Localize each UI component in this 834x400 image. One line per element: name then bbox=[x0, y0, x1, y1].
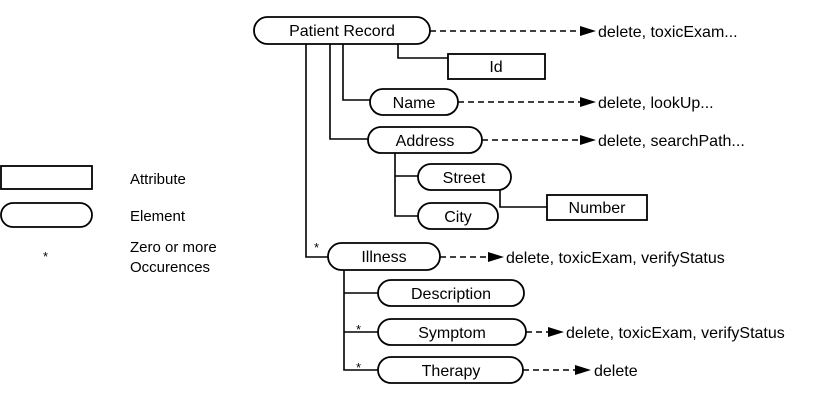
attribute-shape bbox=[447, 53, 546, 80]
connector-patient-id bbox=[397, 44, 448, 59]
node-number: Number bbox=[546, 194, 648, 221]
node-illness: Illness bbox=[327, 242, 441, 271]
legend-attribute-shape bbox=[0, 165, 93, 190]
node-street: Street bbox=[417, 163, 512, 191]
connector-patient-address bbox=[329, 44, 368, 140]
node-id: Id bbox=[447, 53, 546, 80]
node-label: Patient Record bbox=[289, 23, 395, 40]
ops-address: delete, searchPath... bbox=[598, 133, 745, 150]
legend-zero-or-more-line1: Zero or more bbox=[130, 239, 217, 256]
node-label: Name bbox=[393, 95, 436, 112]
node-label: Number bbox=[569, 200, 627, 217]
node-therapy: Therapy bbox=[377, 356, 524, 384]
node-address: Address bbox=[367, 126, 483, 154]
ops-patient-record: delete, toxicExam... bbox=[598, 24, 738, 41]
element-shape bbox=[327, 242, 441, 271]
ops-name: delete, lookUp... bbox=[598, 95, 714, 112]
element-shape bbox=[377, 356, 524, 384]
legend: Attribute Element * Zero or more Occuren… bbox=[0, 165, 217, 276]
legend-element-shape bbox=[0, 202, 93, 228]
connector-patient-name bbox=[342, 44, 370, 101]
arrowhead-patient-ops bbox=[580, 26, 596, 36]
ops-symptom: delete, toxicExam, verifyStatus bbox=[566, 325, 785, 342]
multiplicity-illness: * bbox=[314, 240, 319, 255]
legend-zero-or-more-line2: Occurences bbox=[130, 259, 210, 276]
element-shape bbox=[369, 88, 459, 116]
arrowhead-name-ops bbox=[580, 97, 596, 107]
connector-address-children bbox=[394, 152, 418, 217]
ops-illness: delete, toxicExam, verifyStatus bbox=[506, 250, 725, 267]
element-shape bbox=[377, 318, 527, 346]
node-patient-record: Patient Record bbox=[253, 16, 431, 45]
legend-attribute-label: Attribute bbox=[130, 171, 186, 188]
arrowhead-address-ops bbox=[580, 135, 596, 145]
legend-star-symbol: * bbox=[43, 249, 48, 264]
node-symptom: Symptom bbox=[377, 318, 527, 346]
node-label: Address bbox=[396, 133, 455, 150]
arrowhead-illness-ops bbox=[488, 252, 504, 262]
tree-connectors bbox=[305, 44, 547, 371]
element-shape bbox=[253, 16, 431, 45]
element-shape bbox=[417, 202, 499, 230]
node-label: Illness bbox=[361, 249, 406, 266]
operation-arrows bbox=[430, 26, 596, 375]
element-shape bbox=[367, 126, 483, 154]
node-city: City bbox=[417, 202, 499, 230]
connector-patient-illness bbox=[305, 44, 328, 258]
multiplicity-symptom: * bbox=[356, 322, 361, 337]
element-shape bbox=[417, 163, 512, 191]
node-label: Street bbox=[443, 170, 486, 187]
node-label: Symptom bbox=[418, 325, 486, 342]
node-label: Therapy bbox=[422, 363, 481, 380]
multiplicity-therapy: * bbox=[356, 360, 361, 375]
legend-element-label: Element bbox=[130, 208, 186, 225]
ops-therapy: delete bbox=[594, 363, 638, 380]
node-name: Name bbox=[369, 88, 459, 116]
node-label: Description bbox=[411, 286, 491, 303]
arrowhead-symptom-ops bbox=[548, 327, 564, 337]
node-label: Id bbox=[489, 59, 502, 76]
connector-street-number bbox=[499, 190, 547, 208]
element-shape bbox=[377, 279, 525, 307]
attribute-shape bbox=[546, 194, 648, 221]
arrowhead-therapy-ops bbox=[575, 365, 591, 375]
node-label: City bbox=[444, 209, 472, 226]
node-description: Description bbox=[377, 279, 525, 307]
connector-illness-children bbox=[343, 268, 378, 371]
